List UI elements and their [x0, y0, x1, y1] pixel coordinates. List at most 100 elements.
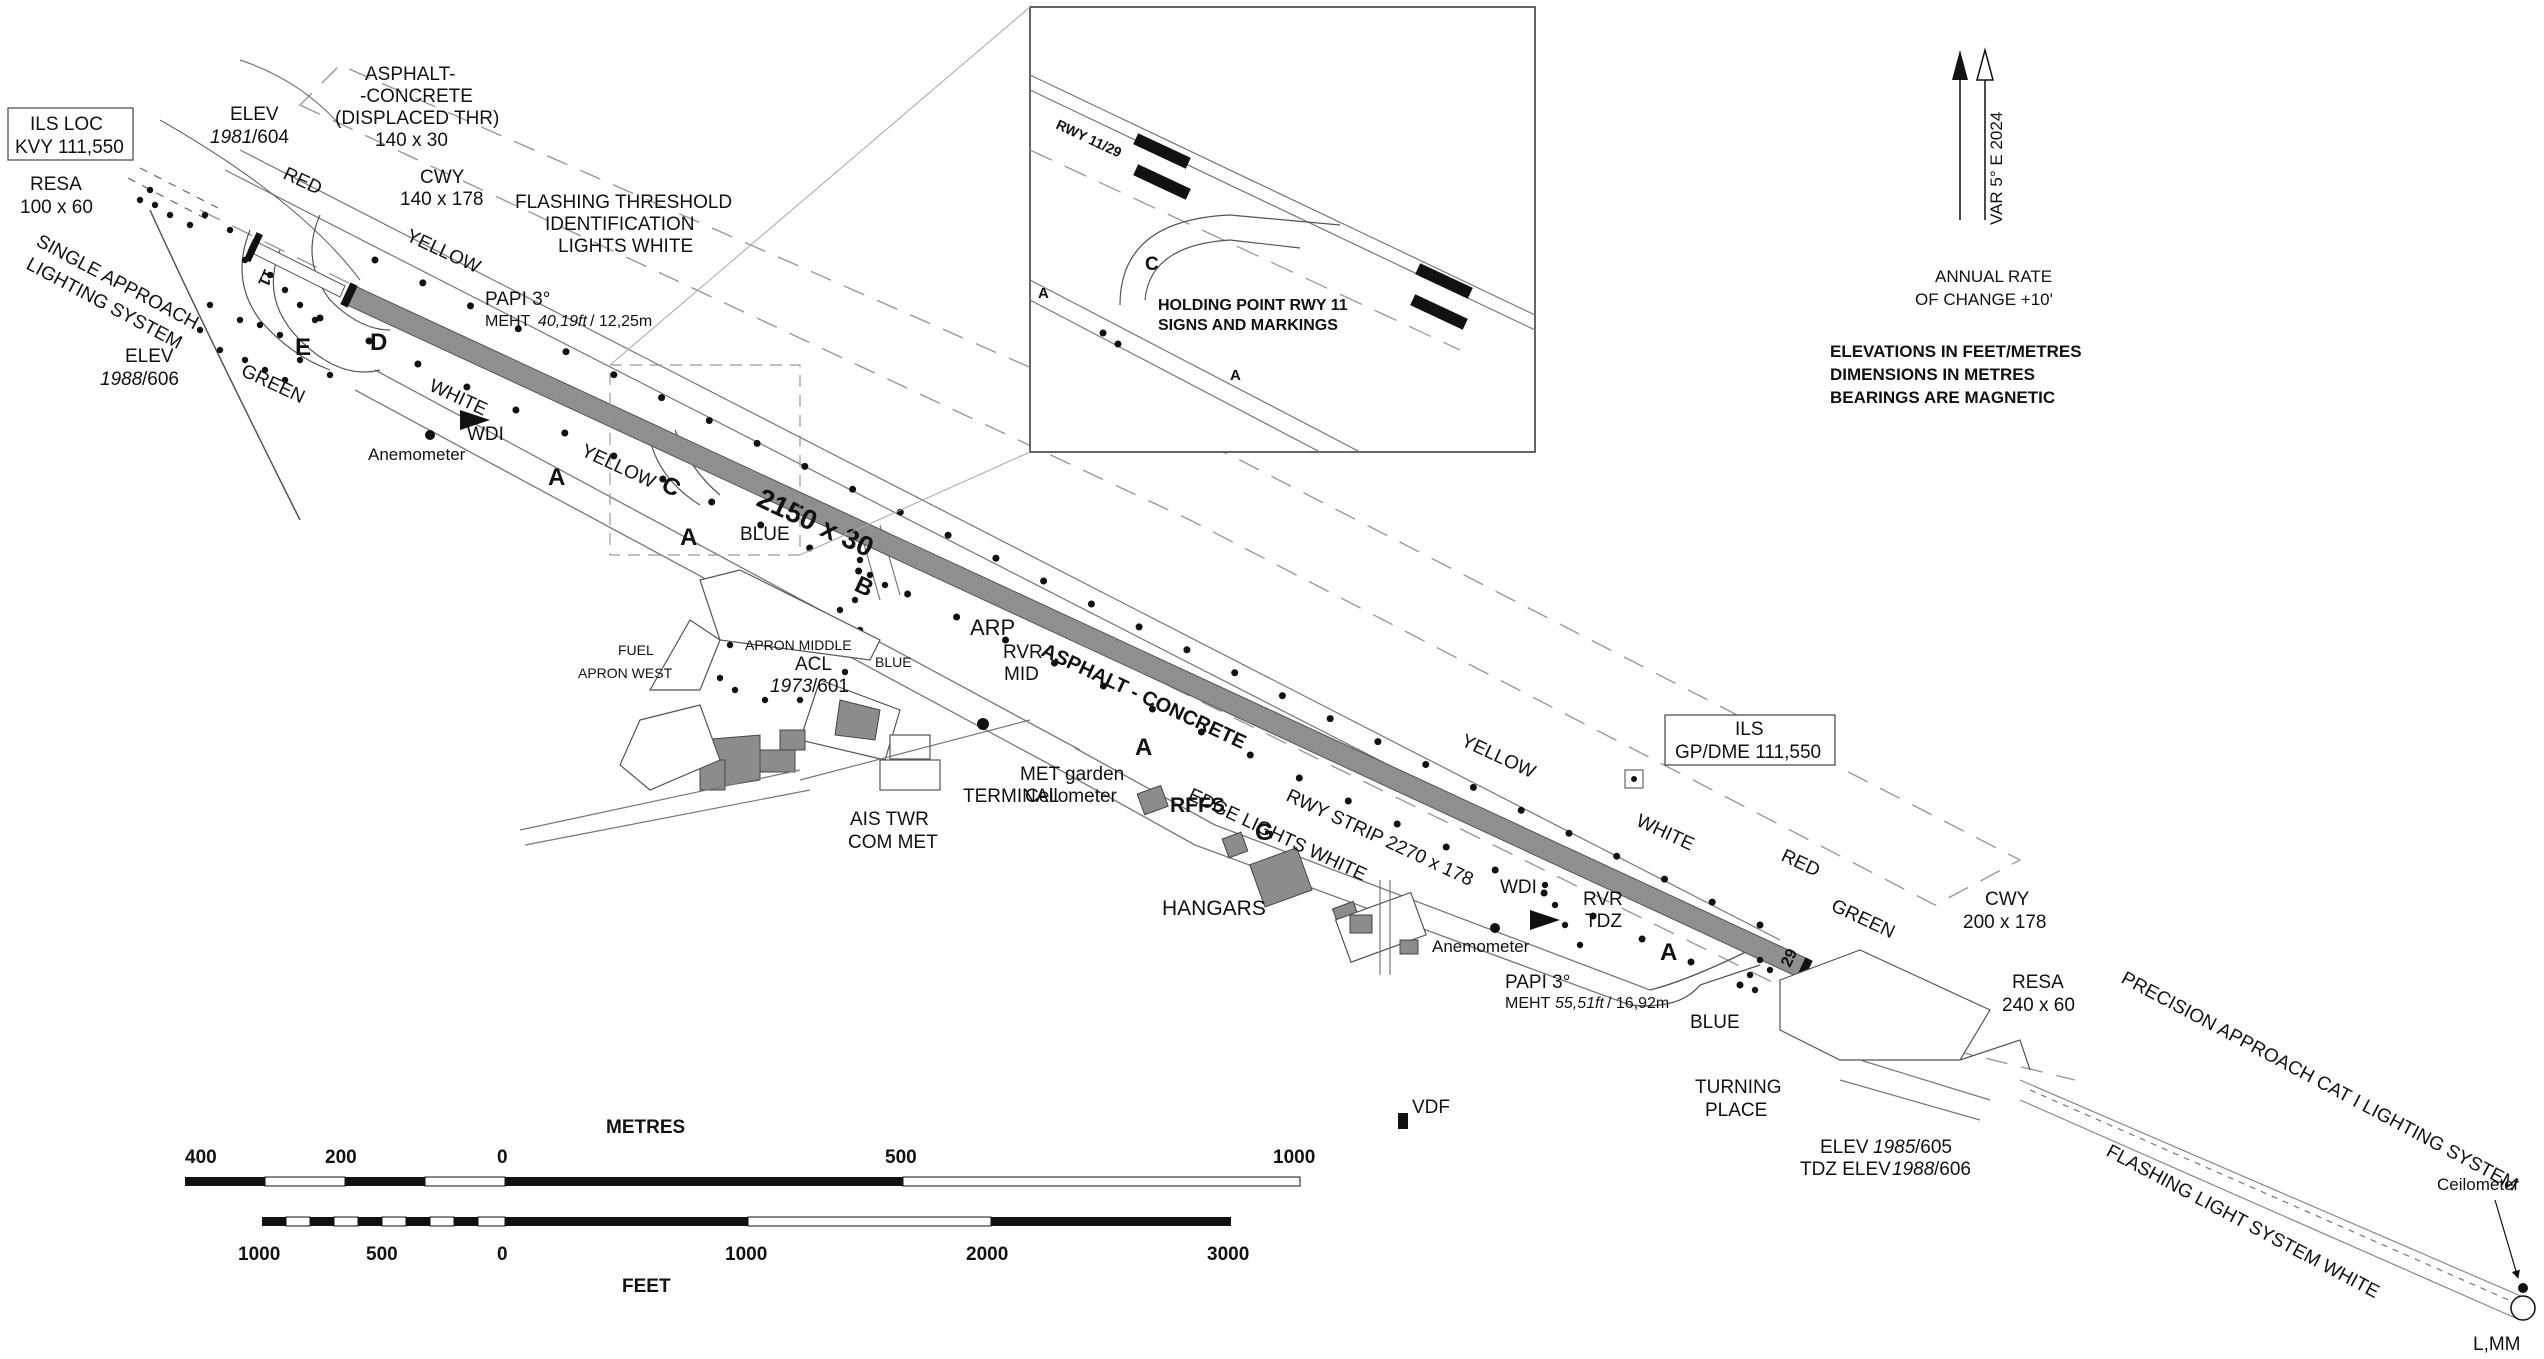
east-resa-dimensions: 240 x 60: [2002, 995, 2075, 1016]
taxiway-light-dot: [716, 674, 724, 682]
runway: ASPHALT - CONCRETE 2150 x 30 29 11: [243, 232, 1813, 983]
west-resa-title: RESA: [30, 174, 82, 195]
taxiway-light-dot: [241, 356, 249, 364]
note-elevations: ELEVATIONS IN FEET/METRES: [1830, 342, 2082, 361]
taxiway-light-dot: [201, 211, 209, 219]
com-met-label: COM MET: [848, 832, 938, 853]
edge-light-dot: [610, 371, 618, 379]
hangars-label: HANGARS: [1162, 897, 1266, 920]
rvr-tdz-line1: RVR: [1583, 889, 1623, 910]
edge-light-dot: [1374, 738, 1382, 746]
east-meht-feet: 55,51ft: [1555, 995, 1604, 1012]
edge-light-dot: [1613, 852, 1621, 860]
met-garden-icon: [977, 718, 989, 730]
edge-light-dot: [371, 256, 379, 264]
east-elev-feet: 1985: [1873, 1137, 1916, 1158]
acl-feet: 1973: [770, 676, 813, 697]
taxiway-light-dot: [216, 346, 224, 354]
runway-designator-11: 11: [254, 266, 277, 289]
inset-caption-line1: HOLDING POINT RWY 11: [1158, 297, 1348, 314]
west-elev-metres: /604: [252, 127, 289, 148]
scale-metres-title: METRES: [606, 1117, 685, 1138]
west-resa-dimensions: 100 x 60: [20, 197, 93, 218]
edge-light-dot: [753, 439, 761, 447]
ils-loc-title: ILS LOC: [30, 114, 103, 135]
glide-path-icon: [1631, 776, 1637, 782]
metres-tick-1000: 1000: [1273, 1147, 1315, 1168]
taxiway-light-dot: [166, 211, 174, 219]
west-yellow-light-label: YELLOW: [403, 225, 484, 278]
taxiway-a-label-2: A: [680, 524, 697, 551]
edge-light-dot: [414, 360, 422, 368]
apron-area: [519, 569, 2031, 1121]
taxiway-light-dot: [841, 668, 849, 676]
rffs-label: RFFS: [1170, 794, 1225, 817]
edge-light-dot: [705, 417, 713, 424]
taxiway-light-dot: [1751, 986, 1759, 994]
east-approach-lights: [2019, 1079, 2536, 1321]
met-ceilometer-label: Ceilometer: [1025, 786, 1118, 807]
taxiway-blue-label-2: BLUE: [875, 654, 912, 670]
annual-rate-line1: ANNUAL RATE: [1935, 267, 2052, 286]
edge-light-dot: [1661, 875, 1668, 883]
taxiway-g-label: G: [1255, 819, 1274, 846]
taxiway-a-label-3: A: [1135, 734, 1152, 761]
west-wdi-icon: [460, 410, 490, 430]
west-green-light-label: GREEN: [238, 360, 308, 408]
edge-light-dot: [904, 590, 912, 598]
east-resa-title: RESA: [2012, 972, 2064, 993]
west-white-light-label: WHITE: [426, 375, 490, 420]
taxiway-light-dot: [281, 376, 289, 384]
terminal-label: TERMINAL: [963, 786, 1059, 807]
west-wdi-label: WDI: [467, 424, 504, 445]
taxiway-light-dot: [136, 196, 144, 204]
edge-light-dot: [1469, 783, 1477, 791]
taxiway-d-label: D: [370, 329, 387, 356]
edge-light-dot: [514, 325, 522, 333]
east-cwy-dimensions: 200 x 178: [1963, 912, 2046, 933]
west-meht-metres: / 12,25m: [590, 313, 652, 330]
taxiway-light-dot: [1576, 941, 1584, 949]
metres-scale-bar: [185, 1176, 1301, 1187]
taxiway-light-dot: [1756, 956, 1764, 964]
taxiway-light-dot: [206, 301, 214, 309]
east-elev-metres: /605: [1915, 1137, 1952, 1158]
feet-tick-0: 0: [497, 1244, 508, 1265]
metres-tick-500: 500: [885, 1147, 917, 1168]
west-end-labels: ILS LOC KVY 111,550 RESA 100 x 60 ELEV 1…: [7, 64, 732, 464]
feet-tick-2000: 2000: [966, 1244, 1008, 1265]
edge-light-dot: [1708, 898, 1716, 906]
taxiway-light-dot: [261, 366, 269, 374]
taxiway-light-dot: [276, 331, 284, 339]
ils-gp-title: ILS: [1735, 719, 1764, 740]
west-elev2-title: ELEV: [125, 346, 174, 367]
tdz-elev-prefix: TDZ ELEV: [1800, 1159, 1891, 1180]
rvr-mid-line1: RVR: [1003, 642, 1043, 663]
edge-light-dot: [467, 302, 474, 310]
ceilometer-icon: [2518, 1283, 2528, 1293]
edge-light-dot: [757, 521, 765, 529]
east-meht-prefix: MEHT: [1505, 995, 1551, 1012]
edge-light-dot: [1002, 636, 1009, 644]
taxiway-light-dot: [151, 201, 159, 209]
feet-scale-bar: [262, 1216, 1231, 1227]
taxiway-light-dot: [836, 606, 844, 614]
west-red-light-label: RED: [280, 163, 325, 199]
taxiway-light-dot: [1736, 981, 1744, 989]
edge-light-dot: [992, 554, 1000, 562]
rvr-tdz-line2: TDZ: [1585, 911, 1622, 932]
inset-taxiway-a-east: A: [1230, 367, 1241, 384]
taxiway-light-dot: [281, 286, 289, 294]
fuel-label: FUEL: [618, 642, 654, 658]
tdz-elev-feet: 1988: [1892, 1159, 1935, 1180]
edge-light-dot: [1183, 646, 1191, 654]
true-north-arrow-icon: [1976, 47, 1994, 81]
edge-light-dot: [1756, 921, 1764, 929]
tdz-elev-metres: /606: [1934, 1159, 1971, 1180]
west-meht-prefix: MEHT: [485, 313, 531, 330]
taxiway-light-dot: [881, 581, 889, 589]
edge-light-dot: [1099, 682, 1107, 690]
east-anemometer-label: Anemometer: [1432, 937, 1530, 956]
apron-middle-label: APRON MIDDLE: [745, 637, 852, 653]
flashing-light-label: FLASHING LIGHT SYSTEM WHITE: [2103, 1141, 2383, 1303]
